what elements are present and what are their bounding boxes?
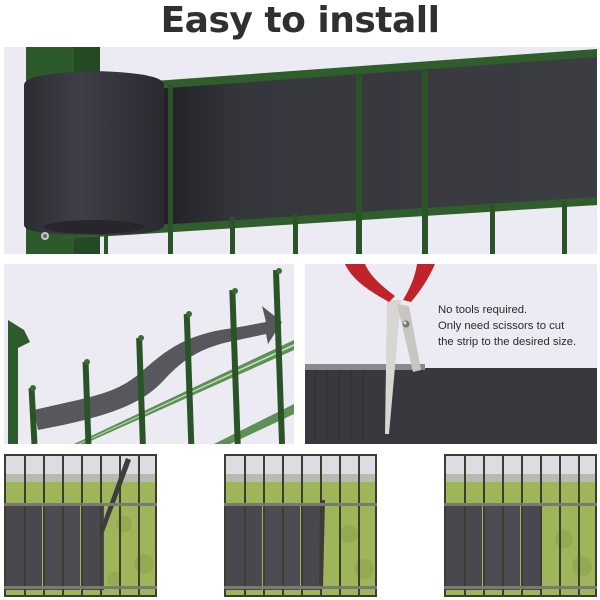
fence-roll-illustration — [4, 47, 597, 254]
step-2-image — [224, 454, 377, 597]
caption-line-2: Only need scissors to cut — [438, 320, 565, 332]
fence-roll-image — [4, 47, 597, 254]
scissors-image — [305, 264, 597, 444]
scissors-cut-illustration: No tools required. Only need scissors to… — [305, 264, 597, 444]
scissors-caption: No tools required. Only need scissors to… — [438, 302, 597, 350]
caption-line-1: No tools required. — [438, 304, 528, 316]
weave-arrow-image — [4, 264, 294, 444]
page-title: Easy to install — [160, 0, 440, 41]
install-step-1 — [4, 454, 157, 597]
step-1-image — [4, 454, 157, 597]
step-3-image — [444, 454, 597, 597]
weave-strip-illustration — [4, 264, 294, 444]
caption-line-3: the strip to the desired size. — [438, 336, 577, 348]
install-step-2 — [224, 454, 377, 597]
install-step-3 — [444, 454, 597, 597]
